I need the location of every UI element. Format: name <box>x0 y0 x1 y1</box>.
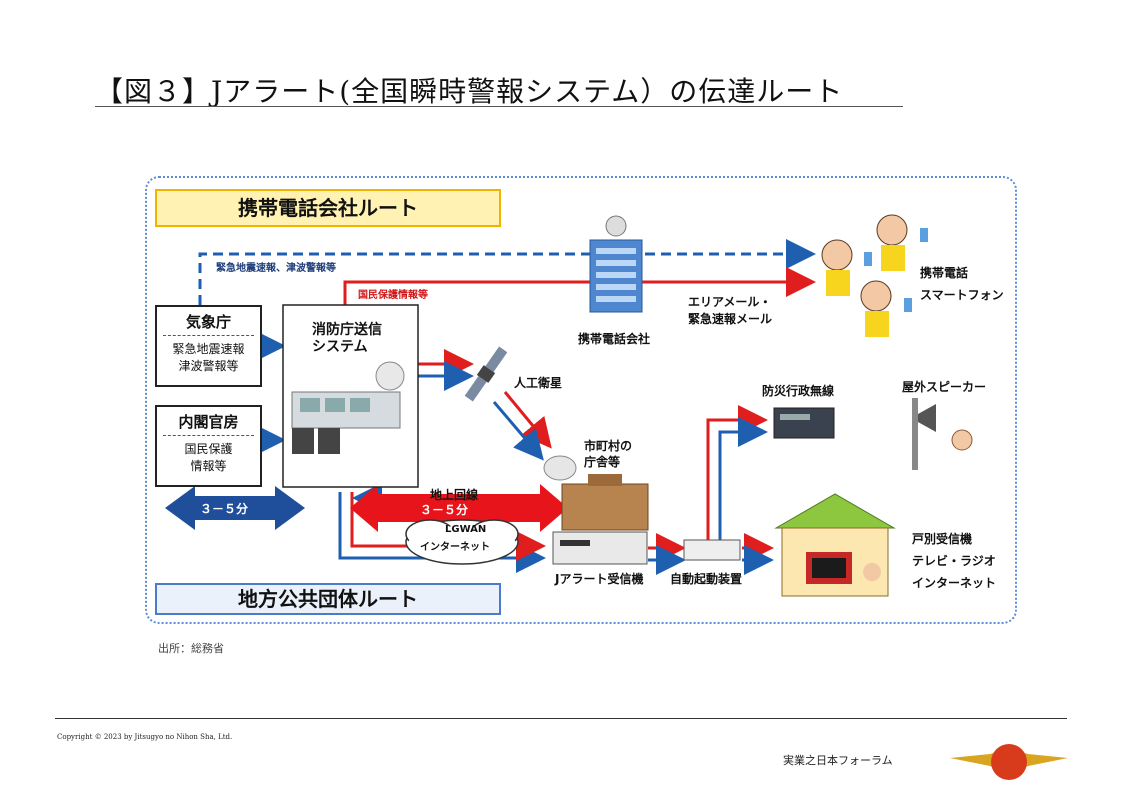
footer-brand-name: 実業之日本フォーラム <box>783 754 893 767</box>
copyright-text: Copyright © 2023 by Jitsugyo no Nihon Sh… <box>57 733 233 741</box>
jma-name: 気象庁 <box>163 311 254 336</box>
auto-starter-icon <box>683 539 741 561</box>
satellite-label: 人工衛星 <box>514 376 563 390</box>
lgwan-internet-label: インターネット <box>420 542 490 553</box>
house-icon <box>774 493 896 597</box>
municipality-label: 市町村の 庁舎等 <box>584 438 632 470</box>
household-line-2: テレビ・ラジオ <box>912 554 996 568</box>
disaster-radio-label: 防災行政無線 <box>762 384 835 398</box>
time-arrow-left <box>165 486 305 530</box>
diagram-frame <box>145 176 1017 624</box>
satellite-icon <box>464 346 508 402</box>
lgwan-label: LGWAN <box>445 524 487 535</box>
starter-to-radio-red <box>706 405 768 540</box>
cabinet-source-box: 内閣官房 国民保護 情報等 <box>155 405 262 487</box>
cabinet-detail-1: 国民保護 <box>184 442 233 456</box>
outdoor-speaker-label: 屋外スピーカー <box>902 380 987 394</box>
jma-source-box: 気象庁 緊急地震速報 津波警報等 <box>155 305 262 387</box>
lgwan-cloud <box>405 519 519 565</box>
household-line-3: インターネット <box>912 576 997 590</box>
fdma-label-line-2: システム <box>312 339 368 355</box>
footer-divider <box>55 718 1067 719</box>
jma-detail-1: 緊急地震速報 <box>172 342 245 356</box>
carrier-building-icon <box>589 215 643 313</box>
slide-title: 【図３】Jアラート(全国瞬時警報システム）の伝達ルート <box>95 75 844 108</box>
title-underline <box>95 106 903 107</box>
local-gov-route-banner: 地方公共団体ルート <box>155 583 501 615</box>
disaster-radio-icon <box>773 407 835 439</box>
municipality-line-1: 市町村の <box>584 439 633 453</box>
fdma-label-line-1: 消防庁送信 <box>312 322 382 338</box>
jma-detail-2: 津波警報等 <box>178 359 239 373</box>
receiver-label: Jアラート受信機 <box>555 572 644 586</box>
logo-circle <box>991 744 1027 780</box>
fdma-system-label: 消防庁送信 システム <box>312 322 382 356</box>
phone-users-icon <box>821 214 928 337</box>
phones-label: 携帯電話 スマートフォン <box>920 262 1004 306</box>
cabinet-name: 内閣官房 <box>163 411 254 436</box>
municipality-line-2: 庁舎等 <box>584 455 621 469</box>
jnf-logo-icon <box>950 744 1068 780</box>
municipality-building-icon <box>543 455 649 531</box>
household-label: 戸別受信機 テレビ・ラジオ インターネット <box>912 528 996 594</box>
source-note: 出所：総務省 <box>158 642 224 655</box>
civil-protection-label: 国民保護情報等 <box>358 290 428 301</box>
time-left-label: ３－５分 <box>200 502 249 516</box>
carrier-label: 携帯電話会社 <box>578 332 651 346</box>
area-mail-line-2: 緊急速報メール <box>688 312 773 326</box>
starter-to-radio-blue <box>718 417 768 540</box>
time-arrow-right <box>350 484 568 532</box>
auto-starter-label: 自動起動装置 <box>670 572 743 586</box>
quake-tsunami-label: 緊急地震速報、津波警報等 <box>216 263 336 274</box>
household-line-1: 戸別受信機 <box>912 532 973 546</box>
civil-protection-route <box>343 267 816 305</box>
mobile-route-banner: 携帯電話会社ルート <box>155 189 501 227</box>
ground-line-label: 地上回線 <box>430 488 479 502</box>
area-mail-label: エリアメール・ 緊急速報メール <box>688 294 772 328</box>
satellite-to-municipality-blue <box>492 401 544 461</box>
phones-line-2: スマートフォン <box>920 288 1004 302</box>
cabinet-detail-2: 情報等 <box>190 459 227 473</box>
area-mail-line-1: エリアメール・ <box>688 295 772 309</box>
phones-line-1: 携帯電話 <box>920 266 969 280</box>
jalert-receiver-icon <box>552 531 648 565</box>
time-right-label: ３－５分 <box>420 503 469 517</box>
outdoor-speaker-icon <box>912 398 973 470</box>
satellite-to-municipality-red <box>503 391 552 449</box>
fdma-console-illustration <box>291 361 405 454</box>
